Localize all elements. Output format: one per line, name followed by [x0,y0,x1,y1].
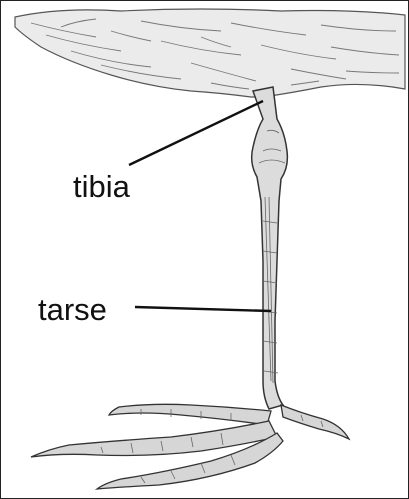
tarse-leader-line [135,307,271,311]
tarse-label: tarse [38,294,107,325]
foot-icon [31,404,349,489]
tibia-leader-line [129,101,263,165]
tibia-label: tibia [73,171,130,202]
feathers-icon [15,9,405,97]
leg-icon [252,87,288,409]
